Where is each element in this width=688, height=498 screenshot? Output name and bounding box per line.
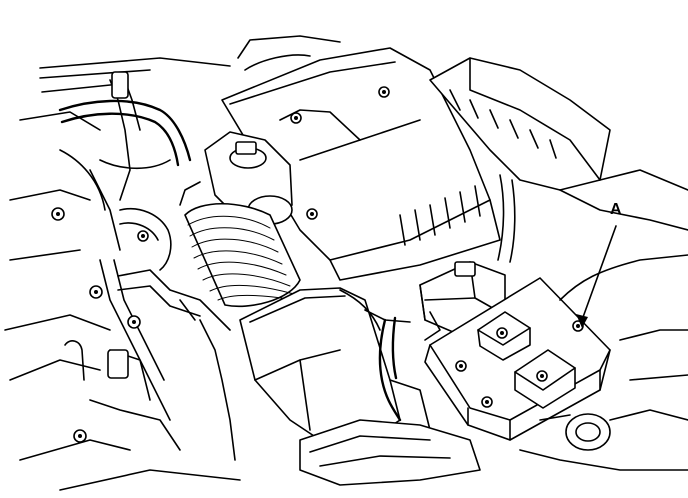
upper-left-hoses [60,72,190,250]
callout-leader [576,226,616,328]
lower-right-parts [520,255,688,470]
callout-label-a: A [610,201,622,218]
intake-hose [185,204,300,307]
wiring-harness [340,175,515,420]
left-fittings [52,208,235,460]
ecu-module [425,278,610,440]
throttle-body [180,132,292,225]
air-duct [240,288,480,485]
left-fender-lines [5,58,240,490]
relay-box [430,58,688,230]
